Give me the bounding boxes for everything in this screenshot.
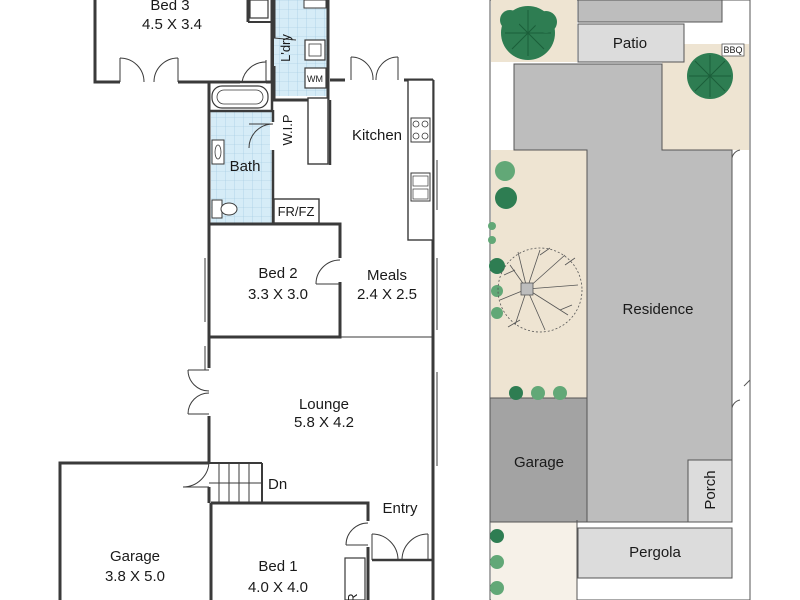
kitchen-label: Kitchen: [352, 127, 402, 144]
gates: [576, 149, 751, 600]
tree-top-left: [500, 6, 557, 60]
entry-french-doors: [371, 533, 433, 562]
lounge-dims: 5.8 X 4.2: [294, 414, 354, 431]
pergola: [577, 527, 733, 579]
stairs: [182, 460, 263, 503]
porch-label: Porch: [702, 470, 719, 509]
pergola-label: Pergola: [629, 544, 681, 561]
bed2-door: [315, 258, 344, 285]
bbq-label: BBQ: [723, 45, 742, 55]
bed2-name: Bed 2: [258, 265, 297, 282]
bed3-walls: [93, 0, 274, 84]
bed2-dims: 3.3 X 3.0: [248, 286, 308, 303]
front-strip: [491, 520, 577, 600]
trees: [488, 6, 733, 595]
existing-roof: [577, 0, 723, 23]
patio: [577, 23, 685, 63]
bath-label: Bath: [230, 158, 261, 175]
house-exterior-walls: [207, 78, 435, 600]
stairs-dn-label: Dn: [268, 476, 287, 493]
floor-plan-labels: Bed 3 4.5 X 3.4 L'dry WM W.I.P Kitchen B…: [105, 0, 418, 600]
laundry-label: L'dry: [278, 34, 293, 62]
garage-dims: 3.8 X 5.0: [105, 568, 165, 585]
residence-label: Residence: [623, 301, 694, 318]
meals-name: Meals: [367, 267, 407, 284]
entry-label: Entry: [382, 500, 418, 517]
windows: [204, 160, 438, 466]
cooktop: [410, 117, 431, 143]
bath-door: [248, 122, 276, 150]
kitchen-french-doors: [350, 56, 399, 81]
porch: [687, 459, 733, 523]
tree-bbq: [687, 53, 733, 99]
laundry-sink: [304, 39, 326, 61]
fridge-freezer: [273, 198, 320, 224]
lounge-french-doors: [187, 368, 212, 416]
vanity: [211, 139, 225, 165]
lounge-name: Lounge: [299, 396, 349, 413]
site-garage: [489, 397, 588, 523]
bed3-french-doors: [119, 57, 179, 85]
frfz-label: FR/FZ: [278, 204, 315, 219]
wip-bench: [307, 97, 329, 165]
patio-label: Patio: [613, 35, 647, 52]
site-plan: Patio BBQ Residence Garage Porch Pergola: [488, 0, 751, 600]
site-garage-label: Garage: [514, 454, 564, 471]
bed1-name: Bed 1: [258, 558, 297, 575]
bed1-door: [345, 522, 369, 546]
wm-label: WM: [307, 74, 323, 84]
wip-label: W.I.P: [280, 114, 295, 145]
bed3-dims: 4.5 X 3.4: [142, 16, 202, 33]
garage-name: Garage: [110, 548, 160, 565]
bathtub: [211, 85, 269, 109]
lot-boundary: [489, 0, 751, 600]
bbq: [721, 43, 745, 57]
bed3-name: Bed 3: [150, 0, 189, 14]
kitchen-bench: [407, 79, 434, 241]
deciduous-tree: [497, 247, 583, 333]
shrubs: [488, 161, 567, 595]
washing-machine: [304, 67, 327, 89]
robe-label: R: [345, 593, 360, 600]
kitchen-sink: [410, 172, 431, 202]
robe-partial: [344, 557, 366, 600]
bed1-dims: 4.0 X 4.0: [248, 579, 308, 596]
meals-dims: 2.4 X 2.5: [357, 286, 417, 303]
floor-plan: [58, 0, 438, 600]
